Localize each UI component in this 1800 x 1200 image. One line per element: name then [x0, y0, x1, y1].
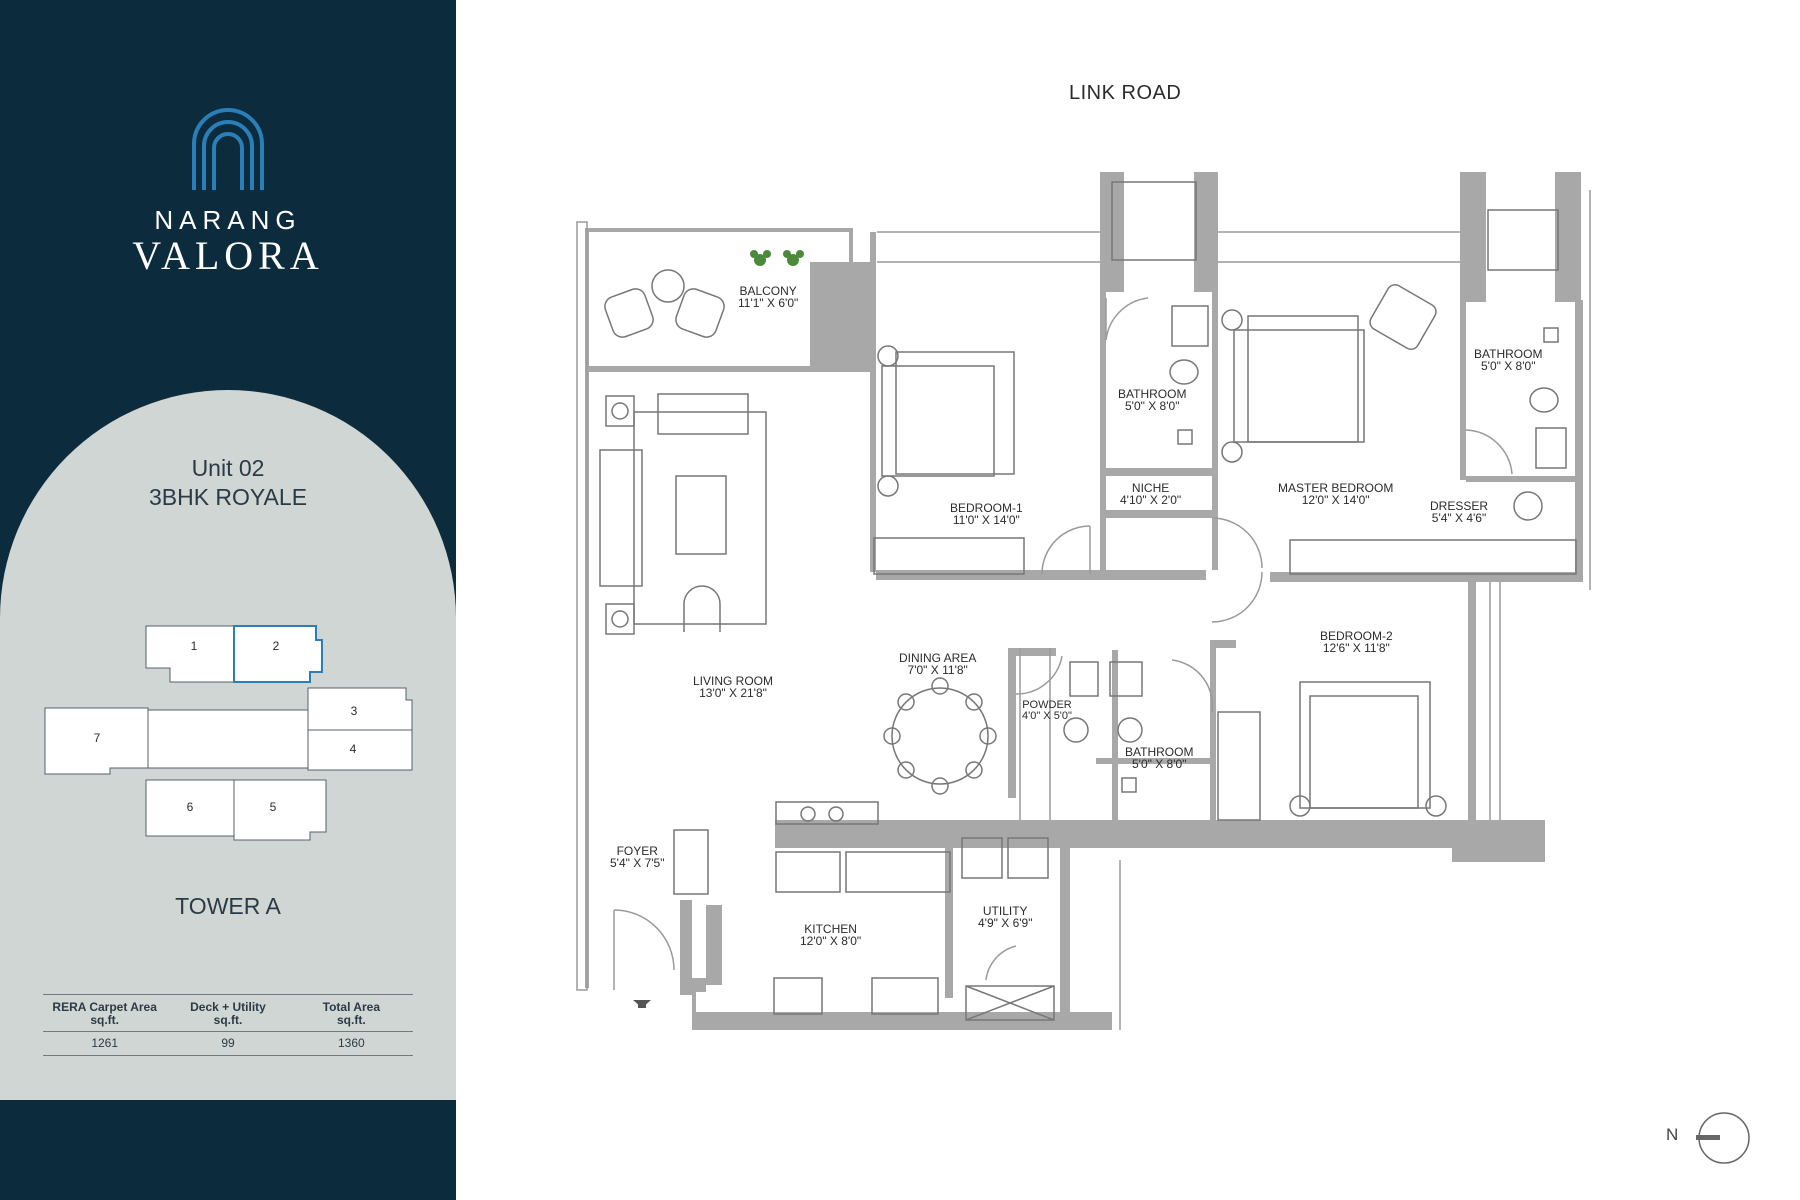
room-name: MASTER BEDROOM: [1278, 481, 1394, 495]
tower-key-plan: 1 2 3 4 5 6 7: [44, 625, 413, 841]
keyplan-label: 2: [273, 639, 280, 653]
room-name: BALCONY: [739, 284, 797, 298]
room-name: DRESSER: [1430, 499, 1489, 513]
room-label-bedroom-1: BEDROOM-1 11'0" X 14'0": [950, 502, 1023, 526]
unit-type: 3BHK ROYALE: [148, 484, 308, 510]
keyplan-label: 5: [270, 800, 277, 814]
keyplan-unit-7: [44, 707, 149, 775]
keyplan-unit-5: [233, 779, 327, 841]
room-label-bathroom-2: BATHROOM 5'0" X 8'0": [1474, 348, 1542, 372]
room-name: BATHROOM: [1118, 387, 1187, 401]
deck-utility-value: 99: [221, 1036, 235, 1050]
header-text: Total Area: [322, 1000, 380, 1014]
total-area-value: 1360: [337, 1036, 365, 1050]
area-table: RERA Carpet Area sq.ft. Deck + Utility s…: [43, 994, 413, 1056]
unit-number: Unit 02: [191, 455, 265, 481]
door-swings: [613, 297, 1513, 990]
room-label-bedroom-2: BEDROOM-2 12'6" X 11'8": [1320, 630, 1393, 654]
keyplan-label: 6: [187, 800, 194, 814]
keyplan-unit-3-4: [307, 687, 413, 771]
narang-valora-logo-icon: [192, 108, 264, 190]
brand-panel: NARANG VALORA Unit 02 3BHK ROYALE 1 2 3 …: [0, 0, 456, 1200]
room-name: POWDER: [1022, 699, 1072, 711]
rera-carpet-area-value: 1261: [91, 1036, 119, 1050]
header-cell: Total Area sq.ft.: [290, 1001, 413, 1027]
room-name: KITCHEN: [804, 922, 857, 936]
keyplan-unit-2-highlight: [233, 625, 323, 683]
room-dimensions: 11'1" X 6'0": [738, 296, 799, 310]
room-label-dresser: DRESSER 5'4" X 4'6": [1430, 500, 1488, 524]
bedroom-1-furniture: [873, 345, 1025, 575]
brand-name-line2: VALORA: [132, 233, 324, 278]
room-name: DINING AREA: [899, 651, 977, 665]
bathroom-fixtures: [1063, 181, 1567, 793]
room-label-powder: POWDER 4'0" X 5'0": [1022, 700, 1072, 722]
keyplan-label: 1: [191, 639, 198, 653]
compass-label: N: [1666, 1125, 1679, 1144]
entrance-arrow-icon: [633, 1000, 651, 1008]
balcony-furniture: [604, 269, 725, 338]
room-name: LIVING ROOM: [693, 674, 774, 688]
room-dimensions: 4'9" X 6'9": [978, 916, 1033, 930]
room-dimensions: 5'0" X 8'0": [1131, 757, 1187, 771]
keyplan-label: 4: [350, 742, 357, 756]
room-name: BATHROOM: [1474, 347, 1543, 361]
keyplan-label: 7: [94, 731, 101, 745]
floor-plan-drawing: [576, 172, 1750, 1164]
room-label-kitchen: KITCHEN 12'0" X 8'0": [800, 923, 861, 947]
room-dimensions: 4'0" X 5'0": [1022, 710, 1072, 722]
room-dimensions: 5'4" X 4'6": [1431, 511, 1487, 525]
header-cell: Deck + Utility sq.ft.: [166, 1001, 289, 1027]
area-table-header: RERA Carpet Area sq.ft. Deck + Utility s…: [43, 994, 413, 1032]
room-dimensions: 5'4" X 7'5": [610, 856, 665, 870]
room-dimensions: 13'0" X 21'8": [699, 686, 767, 700]
kitchen-fixtures: [673, 801, 1055, 1021]
room-label-bathroom-1: BATHROOM 5'0" X 8'0": [1118, 388, 1186, 412]
room-label-bathroom-3: BATHROOM 5'0" X 8'0": [1125, 746, 1193, 770]
room-dimensions: 4'10" X 2'0": [1120, 493, 1182, 507]
room-dimensions: 5'0" X 8'0": [1480, 359, 1536, 373]
area-table-row: 1261 99 1360: [43, 1032, 413, 1056]
compass-icon: [1696, 1112, 1750, 1164]
tower-name: TOWER A: [175, 893, 281, 919]
room-name: NICHE: [1131, 481, 1170, 495]
room-dimensions: 12'6" X 11'8": [1322, 641, 1390, 655]
room-dimensions: 11'0" X 14'0": [952, 513, 1020, 527]
header-unit: sq.ft.: [336, 1013, 366, 1027]
master-bedroom-furniture: [1221, 284, 1577, 575]
room-name: BEDROOM-2: [1320, 629, 1393, 643]
header-text: RERA Carpet Area: [52, 1000, 157, 1014]
dining-table: [883, 677, 997, 795]
keyplan-unit-1: [145, 625, 235, 683]
room-dimensions: 12'0" X 8'0": [800, 934, 862, 948]
header-unit: sq.ft.: [213, 1013, 243, 1027]
room-label-balcony: BALCONY 11'1" X 6'0": [738, 285, 798, 309]
room-name: BATHROOM: [1125, 745, 1194, 759]
room-label-dining-area: DINING AREA 7'0" X 11'8": [899, 652, 976, 676]
plant-icon: [750, 250, 804, 266]
brand-name-line1: NARANG: [154, 205, 302, 235]
road-label: LINK ROAD: [1069, 82, 1182, 104]
room-name: BEDROOM-1: [950, 501, 1023, 515]
living-room-furniture: [599, 393, 767, 635]
room-label-niche: NICHE 4'10" X 2'0": [1120, 482, 1181, 506]
room-label-utility: UTILITY 4'9" X 6'9": [978, 905, 1032, 929]
room-name: FOYER: [616, 844, 658, 858]
room-label-master-bedroom: MASTER BEDROOM 12'0" X 14'0": [1278, 482, 1393, 506]
header-text: Deck + Utility: [190, 1000, 266, 1014]
walls: [585, 172, 1583, 1030]
room-label-living-room: LIVING ROOM 13'0" X 21'8": [693, 675, 773, 699]
keyplan-label: 3: [351, 704, 358, 718]
room-dimensions: 5'0" X 8'0": [1124, 399, 1180, 413]
room-name: UTILITY: [982, 904, 1028, 918]
header-unit: sq.ft.: [90, 1013, 119, 1027]
bedroom-2-furniture: [1217, 681, 1447, 821]
room-label-foyer: FOYER 5'4" X 7'5": [610, 845, 664, 869]
room-dimensions: 7'0" X 11'8": [907, 663, 968, 677]
header-cell: RERA Carpet Area sq.ft.: [43, 1001, 166, 1027]
room-dimensions: 12'0" X 14'0": [1301, 493, 1370, 507]
